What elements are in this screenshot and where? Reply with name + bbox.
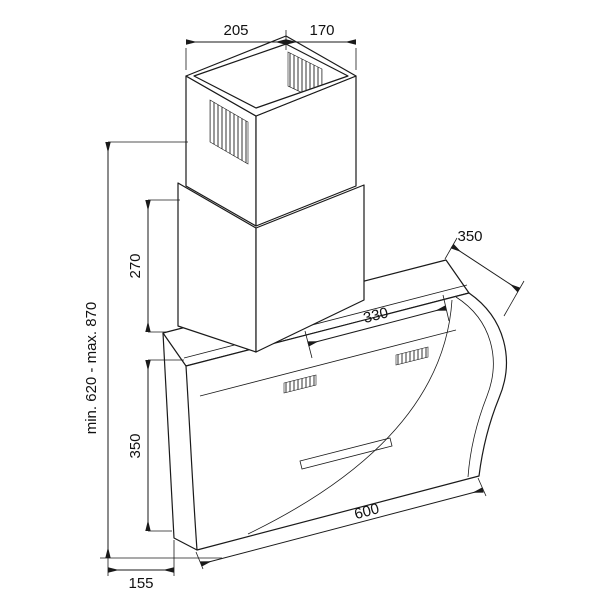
dimension-lines: 205 170 min. 620 - max. 870 270 bbox=[83, 22, 525, 592]
chimney-top-rim bbox=[185, 35, 357, 117]
vent-slots-left bbox=[209, 99, 249, 165]
dim-label-170: 170 bbox=[309, 22, 334, 39]
glass-right-edge-inner-curve bbox=[455, 296, 494, 478]
dim-600: 600 bbox=[195, 477, 487, 570]
dim-270: 270 bbox=[127, 199, 180, 333]
dim-205: 205 bbox=[185, 22, 287, 70]
dim-350-depth: 350 bbox=[444, 228, 525, 317]
dim-155: 155 bbox=[107, 540, 175, 592]
dim-330: 330 bbox=[304, 294, 450, 359]
dim-label-350-height: 350 bbox=[127, 433, 144, 458]
dim-350-height: 350 bbox=[127, 359, 184, 532]
dim-label-155: 155 bbox=[128, 575, 153, 592]
dim-label-600: 600 bbox=[353, 500, 382, 523]
dim-label-205: 205 bbox=[223, 22, 248, 39]
dim-height-range: min. 620 - max. 870 bbox=[83, 141, 222, 559]
dim-label-350-depth: 350 bbox=[457, 228, 482, 245]
hood-left-side-edge bbox=[162, 332, 198, 551]
glass-clamp-2 bbox=[395, 346, 429, 366]
glass-clamp-1 bbox=[283, 374, 317, 394]
dim-label-270: 270 bbox=[127, 253, 144, 278]
chimney-top-inner-rim bbox=[193, 43, 349, 109]
chimney-upper-section bbox=[185, 35, 357, 227]
dim-170: 170 bbox=[286, 22, 357, 70]
handle-recess bbox=[299, 437, 393, 470]
dim-label-330: 330 bbox=[362, 304, 391, 327]
dim-label-height-range: min. 620 - max. 870 bbox=[83, 302, 100, 435]
